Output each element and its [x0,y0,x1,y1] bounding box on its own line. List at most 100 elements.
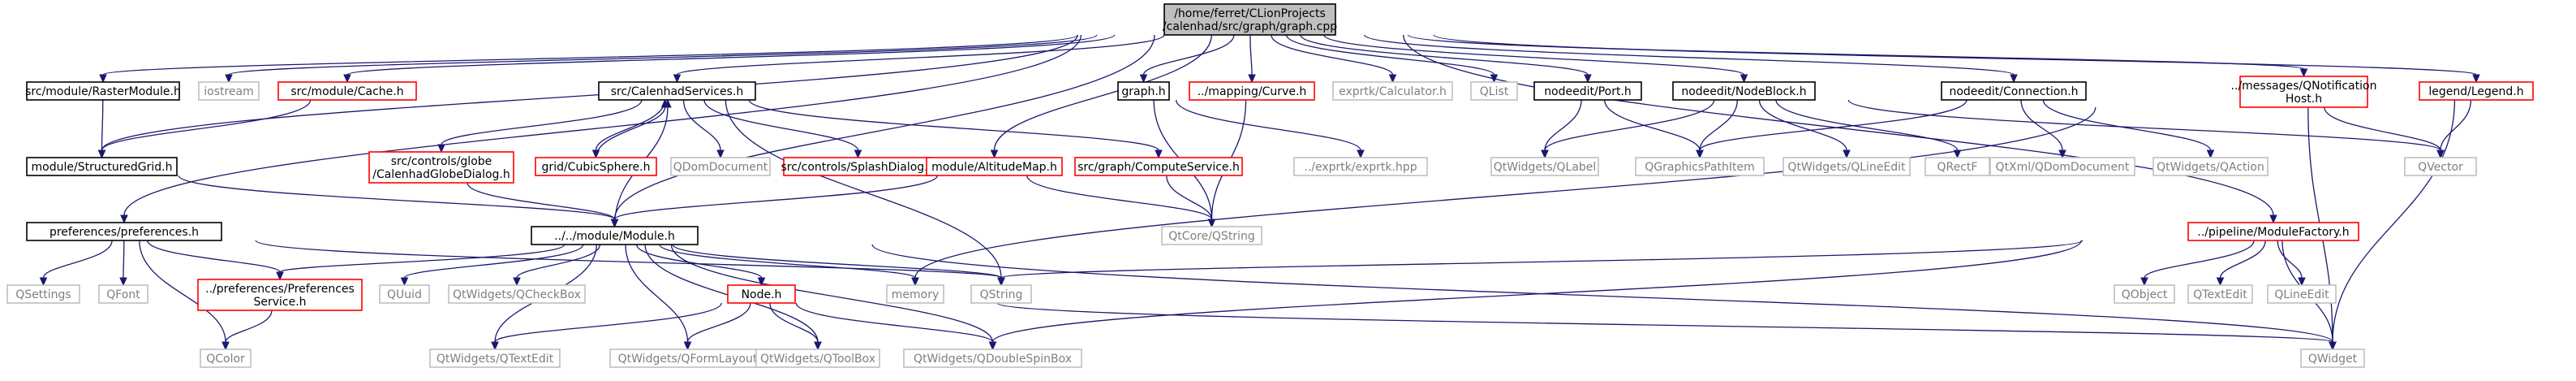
node-box [1672,81,1816,101]
node-label: ../../module/Module.h [554,230,675,243]
node-label: src/controls/globe [391,155,492,168]
dependency-edge [1248,34,1256,84]
header-node-qstring[interactable]: QString [970,284,1032,304]
header-node-qobject[interactable]: QObject [2114,284,2175,304]
node-box [886,284,944,304]
node-label: src/graph/ComputeService.h [1077,161,1240,174]
dependency-edge [99,34,1079,84]
node-label: QUuid [387,288,422,301]
header-node-qdspin[interactable]: QtWidgets/QDoubleSpinBox [903,349,1082,368]
node-box [1989,157,2135,176]
header-node-prefs[interactable]: preferences/preferences.h [26,222,222,241]
header-node-qlineedit1[interactable]: QtWidgets/QLineEdit [1783,157,1911,176]
node-label: ../exprtk/exprtk.hpp [1304,161,1417,174]
dependency-edge [1364,34,2018,84]
header-node-nodeblock[interactable]: nodeedit/NodeBlock.h [1672,81,1816,101]
dependency-edge [996,302,2337,351]
header-node-qvector[interactable]: QVector [2404,157,2477,176]
node-label: /CalenhadGlobeDialog.h [372,168,510,181]
node-box [429,349,561,368]
node-label: ../pipeline/ModuleFactory.h [2197,226,2349,239]
node-label: QRectF [1937,161,1978,174]
header-node-cache[interactable]: src/module/Cache.h [277,81,417,101]
header-node-qaction[interactable]: QtWidgets/QAction [2152,157,2269,176]
dependency-edge [988,240,2082,351]
header-node-qfont[interactable]: QFont [98,284,148,304]
node-box [2300,349,2365,368]
header-node-legend[interactable]: legend/Legend.h [2419,81,2534,101]
node-box [1163,3,1336,36]
header-node-quuid[interactable]: QUuid [379,284,430,304]
header-node-splash[interactable]: src/controls/SplashDialog.h [781,157,935,176]
dependency-edge [2436,99,2472,159]
dependency-edge [625,244,692,351]
header-node-nodeh[interactable]: Node.h [727,284,796,304]
header-node-altmap[interactable]: module/AltitudeMap.h [926,157,1063,176]
node-box [2187,222,2359,241]
dependency-edge [659,244,919,287]
header-node-memory[interactable]: memory [886,284,944,304]
header-node-sgrid[interactable]: module/StructuredGrid.h [26,157,178,176]
header-node-cubic[interactable]: grid/CubicSphere.h [535,157,657,176]
node-label: Host.h [2286,93,2322,106]
node-box [26,157,178,176]
dependency-edge [221,310,273,351]
header-node-calsvc[interactable]: src/CalenhadServices.h [598,81,756,101]
header-node-qlineedit2[interactable]: QLineEdit [2267,284,2337,304]
header-node-curve[interactable]: ../mapping/Curve.h [1189,81,1315,101]
node-label: QVector [2418,161,2463,174]
header-node-exprtkhpp[interactable]: ../exprtk/exprtk.hpp [1293,157,1428,176]
header-node-qcolor[interactable]: QColor [200,349,252,368]
node-label: preferences/preferences.h [49,226,199,239]
header-node-root[interactable]: /home/ferret/CLionProjects/calenhad/src/… [1163,3,1337,36]
dependency-edge [1758,99,1851,159]
dependency-edge [2216,240,2266,287]
node-label: QFont [106,288,140,301]
header-node-qwidget[interactable]: QWidget [2300,349,2365,368]
node-box [2419,81,2534,101]
header-node-qlabel[interactable]: QtWidgets/QLabel [1490,157,1599,176]
node-label: QtWidgets/QToolBox [760,353,875,366]
header-node-raster[interactable]: src/module/RasterModule.h [25,81,181,101]
dependency-edge [1271,34,1397,84]
dependency-edge [1696,99,1967,159]
header-node-qtextedit[interactable]: QTextEdit [2187,284,2253,304]
node-box [448,284,586,304]
node-box [368,151,514,184]
header-node-qxmldom[interactable]: QtXml/QDomDocument [1989,157,2135,176]
header-node-graph[interactable]: graph.h [1117,81,1170,101]
header-node-compute[interactable]: src/graph/ComputeService.h [1074,157,1243,176]
node-label: exprtk/Calculator.h [1339,85,1447,98]
header-node-iostream[interactable]: iostream [198,81,260,101]
header-node-calc[interactable]: exprtk/Calculator.h [1332,81,1453,101]
header-node-globe[interactable]: src/controls/globe/CalenhadGlobeDialog.h [368,151,514,184]
node-label: ../messages/QNotification [2231,80,2377,93]
header-node-module[interactable]: ../../module/Module.h [531,226,699,245]
node-label: graph.h [1121,85,1165,98]
header-node-qformlayout[interactable]: QtWidgets/QFormLayout [609,349,766,368]
dependency-edge [2020,99,2066,159]
node-label: QList [1480,85,1509,98]
node-label: QtWidgets/QDoubleSpinBox [914,353,1072,366]
header-node-qrectf[interactable]: QRectF [1924,157,1990,176]
node-box [2187,284,2253,304]
node-label: module/StructuredGrid.h [32,161,173,174]
header-node-qcheckbox[interactable]: QtWidgets/QCheckBox [448,284,586,304]
header-node-qtextedit2[interactable]: QtWidgets/QTextEdit [429,349,561,368]
node-box [6,284,80,304]
header-node-qsettings[interactable]: QSettings [6,284,80,304]
node-box [2152,157,2269,176]
node-box [197,279,363,311]
dependency-edge [636,244,766,287]
header-node-port[interactable]: nodeedit/Port.h [1533,81,1642,101]
dependency-edge [467,182,619,228]
header-node-qtoolbox[interactable]: QtWidgets/QToolBox [755,349,880,368]
header-node-connection[interactable]: nodeedit/Connection.h [1941,81,2087,101]
header-node-qgpi[interactable]: QGraphicsPathItem [1635,157,1765,176]
header-node-qdomdoc[interactable]: QDomDocument [670,157,771,176]
header-node-qlist[interactable]: QList [1470,81,1518,101]
header-node-factory[interactable]: ../pipeline/ModuleFactory.h [2187,222,2359,241]
header-node-qcorestr[interactable]: QtCore/QString [1161,226,1262,245]
